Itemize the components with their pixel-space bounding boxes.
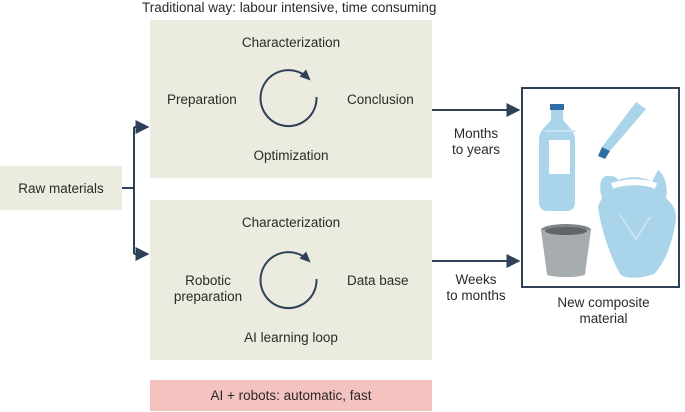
cup-icon: [541, 224, 591, 277]
ai-robots-caption: AI + robots: automatic, fast: [150, 380, 432, 411]
traditional-step-preparation: Preparation: [167, 92, 237, 107]
traditional-cycle-icon: [259, 69, 318, 128]
tube-icon: [598, 102, 646, 159]
ai-workflow-panel: Characterization Robotic preparation Dat…: [150, 200, 432, 360]
ai-duration: Weeks to months: [446, 272, 506, 303]
traditional-step-characterization: Characterization: [241, 35, 341, 50]
ai-step-data-base: Data base: [347, 273, 409, 288]
traditional-workflow-panel: Characterization Preparation Conclusion …: [150, 20, 432, 178]
bottle-icon: [539, 104, 575, 211]
traditional-step-conclusion: Conclusion: [347, 92, 414, 107]
branch-connector: [122, 120, 150, 261]
new-composite-material-label: New composite material: [557, 295, 650, 326]
ai-cycle-icon: [259, 251, 318, 310]
traditional-caption: Traditional way: labour intensive, time …: [142, 0, 437, 15]
ai-step-robotic-preparation: Robotic preparation: [173, 273, 243, 304]
plastic-bag-icon: [598, 170, 676, 278]
raw-materials-box: Raw materials: [0, 166, 122, 210]
ai-step-characterization: Characterization: [241, 215, 341, 230]
traditional-duration: Months to years: [451, 126, 501, 157]
ai-step-learning-loop: AI learning loop: [244, 330, 338, 345]
traditional-step-optimization: Optimization: [253, 148, 329, 163]
